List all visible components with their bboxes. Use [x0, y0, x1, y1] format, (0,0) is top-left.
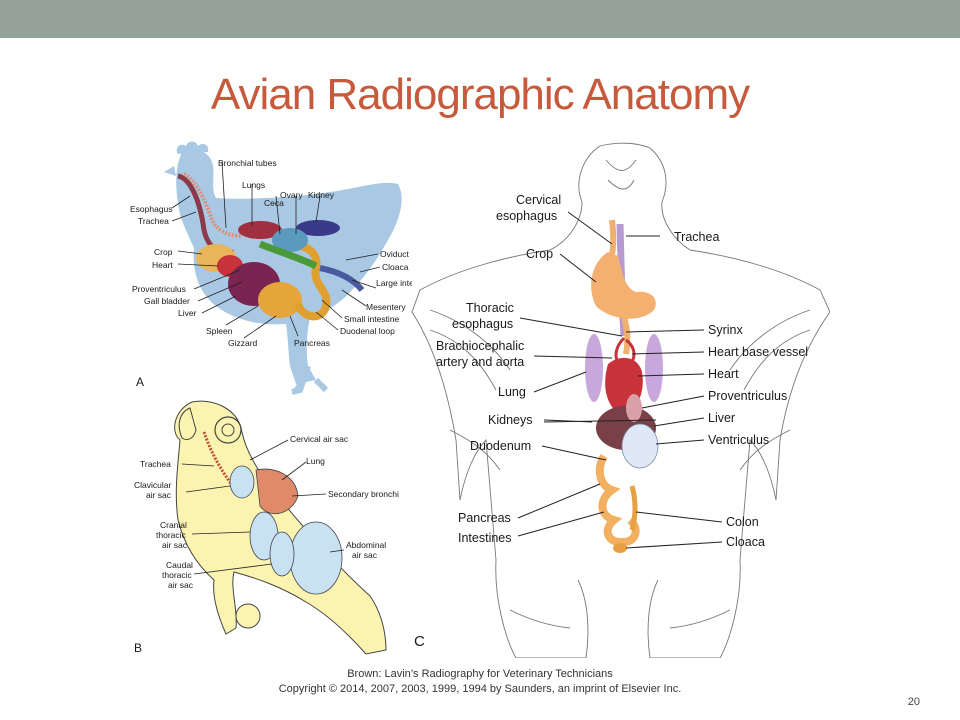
label-pancreas-c: Pancreas: [458, 511, 511, 525]
label-kidney: Kidney: [308, 190, 335, 200]
anatomy-figure: Bronchial tubes Lungs Ovary Kidney Ceca …: [130, 140, 830, 658]
label-proventriculus-c: Proventriculus: [708, 389, 787, 403]
chicken-beak: [164, 166, 176, 176]
panel-a-leaders: [171, 161, 381, 339]
chicken-silhouette: [176, 149, 402, 384]
label-lung-b: Lung: [306, 456, 325, 466]
page-number: 20: [907, 696, 920, 708]
label-colon: Colon: [726, 515, 759, 529]
label-gizzard: Gizzard: [228, 338, 258, 348]
label-lung-c: Lung: [498, 385, 526, 399]
abdominal-air-sac: [289, 521, 343, 595]
panel-b-leaders: [181, 439, 345, 575]
label-large-intestine: Large intestine: [376, 278, 432, 288]
label-liver-a: Liver: [178, 308, 197, 318]
panel-a-chicken: Bronchial tubes Lungs Ovary Kidney Ceca …: [130, 140, 432, 398]
label-proventriculus-a: Proventriculus: [132, 284, 186, 294]
top-accent-bar: [0, 0, 960, 38]
intestine-loops: [278, 241, 331, 321]
colon-c: [629, 485, 638, 531]
label-oviduct: Oviduct: [380, 249, 409, 259]
proventriculus-c: [626, 394, 642, 422]
parrot-eye: [214, 416, 242, 444]
clavicular-air-sac: [229, 465, 255, 499]
label-mesentery: Mesentery: [366, 302, 406, 312]
label-bronchial-tubes: Bronchial tubes: [218, 158, 277, 168]
ceca-organ: [258, 240, 318, 270]
parrot-beak: [178, 407, 197, 441]
label-intestines: Intestines: [458, 531, 512, 545]
label-cervical-air-sac: Cervical air sac: [290, 434, 349, 444]
panel-c-leaders: [517, 211, 723, 549]
citation-line-2: Copyright © 2014, 2007, 2003, 1999, 1994…: [278, 683, 682, 695]
label-liver-c: Liver: [708, 411, 735, 425]
cloaca-organ: [319, 265, 365, 292]
chicken-comb: [176, 141, 209, 154]
cloaca-c: [613, 543, 627, 553]
thoracic-esophagus-c: [621, 315, 631, 355]
bird-outline: [411, 142, 830, 658]
panel-b-parrot: Cervical air sac Lung Trachea Clavicular…: [130, 398, 412, 658]
panel-a-label: A: [136, 375, 144, 389]
label-trachea-c: Trachea: [674, 230, 719, 244]
label-cloaca-c: Cloaca: [726, 535, 765, 549]
label-secondary-bronchi: Secondary bronchi: [328, 489, 399, 499]
label-lungs: Lungs: [242, 180, 265, 190]
label-heart-base-vessel: Heart base vessel: [708, 345, 808, 359]
panel-b-label: B: [134, 641, 142, 655]
label-gall-bladder: Gall bladder: [144, 296, 190, 306]
lungs-organ: [238, 221, 282, 239]
citation: Brown: Lavin’s Radiography for Veterinar…: [0, 667, 960, 697]
label-ventriculus: Ventriculus: [708, 433, 769, 447]
label-esophagus: Esophagus: [130, 204, 173, 214]
label-syrinx: Syrinx: [708, 323, 743, 337]
lung-left-c: [585, 334, 603, 402]
lung-right-c: [645, 334, 663, 402]
ovary-organ: [272, 228, 308, 252]
heart-base-vessel-c: [614, 336, 636, 363]
crop-c: [591, 252, 656, 319]
label-spleen: Spleen: [206, 326, 233, 336]
label-duodenal-loop: Duodenal loop: [340, 326, 395, 336]
label-small-intestine: Small intestine: [344, 314, 400, 324]
kidney-organ: [296, 220, 340, 236]
label-ceca: Ceca: [264, 198, 284, 208]
label-heart-c: Heart: [708, 367, 739, 381]
caudal-thoracic-air-sac: [269, 531, 295, 577]
label-crop-c: Crop: [526, 247, 553, 261]
slide-title: Avian Radiographic Anatomy: [210, 70, 750, 119]
ventriculus-c: [621, 423, 659, 469]
label-crop-a: Crop: [154, 247, 173, 257]
label-heart-a: Heart: [152, 260, 173, 270]
label-cloaca-a: Cloaca: [382, 262, 409, 272]
citation-line-1: Brown: Lavin’s Radiography for Veterinar…: [347, 668, 613, 680]
label-ovary: Ovary: [280, 190, 303, 200]
intestines-c: [595, 454, 640, 547]
label-pancreas-a: Pancreas: [294, 338, 330, 348]
label-duodenum: Duodenum: [470, 439, 531, 453]
label-trachea-a: Trachea: [138, 216, 169, 226]
parrot-foot: [235, 603, 261, 629]
gizzard-organ: [258, 282, 302, 318]
label-trachea-b: Trachea: [140, 459, 171, 469]
label-kidneys: Kidneys: [488, 413, 532, 427]
panel-c-label: C: [414, 633, 425, 650]
